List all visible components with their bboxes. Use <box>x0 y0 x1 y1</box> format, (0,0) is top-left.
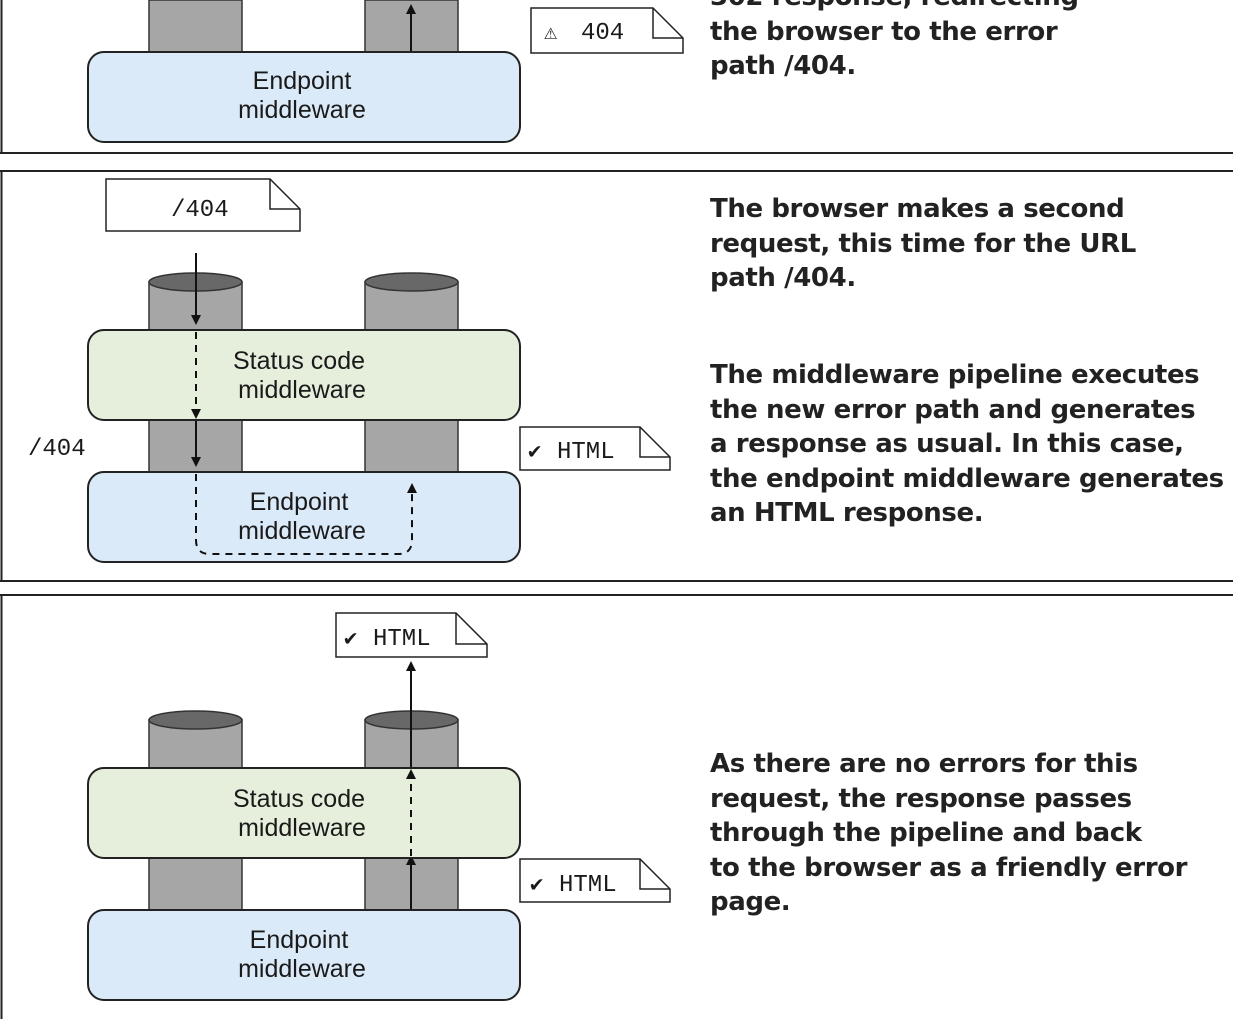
warning-icon: ⚠ <box>544 21 557 46</box>
endpoint-label-line1: Endpoint <box>250 488 349 516</box>
panel-redirect-diagram: Endpoint middleware ⚠ 404 <box>0 0 1233 154</box>
checkmark-icon: ✔ <box>344 627 357 652</box>
endpoint-label-line1: Endpoint <box>253 67 352 95</box>
status-code-middleware-box: Status code middleware <box>87 329 521 421</box>
panel-redirect-description: 302 response, redirecting the browser to… <box>710 0 1079 81</box>
html-output-label: HTML <box>373 626 431 653</box>
status-label-line1: Status code <box>233 347 365 375</box>
panel-friendly-error-diagram: ✔ HTML Status code middleware Endpoint m… <box>0 594 1233 1019</box>
status-label-line1: Status code <box>233 785 365 813</box>
endpoint-label-line1: Endpoint <box>250 926 349 954</box>
endpoint-label-line2: middleware <box>238 517 366 545</box>
side-path-label: /404 <box>28 436 86 463</box>
endpoint-middleware-box: Endpoint middleware <box>87 471 521 563</box>
html-response-label: HTML <box>559 872 617 899</box>
u-turn-arrow <box>195 474 417 555</box>
status-label-line2: middleware <box>238 376 366 404</box>
panel-friendly-error: ✔ HTML Status code middleware Endpoint m… <box>0 594 1233 1019</box>
checkmark-icon: ✔ <box>528 440 541 465</box>
document-tag-404: ⚠ 404 <box>530 7 684 54</box>
checkmark-icon: ✔ <box>530 873 543 898</box>
request-document-tag: /404 <box>105 178 301 232</box>
pipe-left <box>148 0 243 56</box>
html-response-tag: ✔ HTML <box>519 426 671 471</box>
panel-redirect: Endpoint middleware ⚠ 404 302 response, … <box>0 0 1233 155</box>
panel-second-request-description-2: The middleware pipeline executes the new… <box>710 360 1224 528</box>
endpoint-label-line2: middleware <box>238 955 366 983</box>
panel-second-request-description-1: The browser makes a second request, this… <box>710 194 1136 293</box>
html-response-label: HTML <box>557 439 615 466</box>
endpoint-middleware-box: Endpoint middleware <box>87 51 521 143</box>
endpoint-label-line2: middleware <box>238 96 366 124</box>
html-output-tag: ✔ HTML <box>335 612 488 658</box>
document-tag-label: 404 <box>581 20 624 47</box>
endpoint-middleware-box: Endpoint middleware <box>87 909 521 1001</box>
status-label-line2: middleware <box>238 814 366 842</box>
panel-second-request-diagram: /404 Status code middleware Endpoint mid… <box>0 170 1233 582</box>
panel-second-request: /404 Status code middleware Endpoint mid… <box>0 170 1233 582</box>
html-response-tag: ✔ HTML <box>519 858 671 903</box>
panel-friendly-error-description: As there are no errors for this request,… <box>710 749 1188 917</box>
request-tag-label: /404 <box>171 197 229 224</box>
status-code-middleware-box: Status code middleware <box>87 767 521 859</box>
